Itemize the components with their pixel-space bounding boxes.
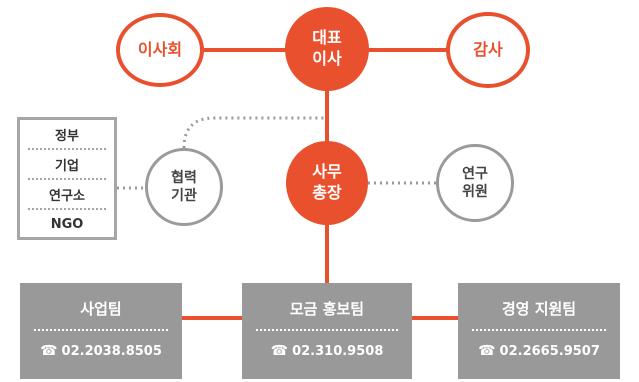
team-phone: ☎02.2038.8505 (20, 343, 182, 359)
partner-list-divider (28, 148, 106, 150)
team-phone-number: 02.2038.8505 (61, 344, 162, 359)
team-phone: ☎02.310.9508 (242, 343, 412, 359)
team-name: 사업팀 (80, 300, 122, 318)
sg-label-line2: 총장 (312, 183, 342, 202)
ceo-circle: 대표 이사 (285, 7, 369, 91)
partner-list-item: 정부 (55, 128, 79, 144)
research-label-line1: 연구 (462, 165, 488, 182)
partner-list-item: 기업 (55, 158, 79, 174)
team-phone: ☎02.2665.9507 (458, 343, 620, 359)
team-phone-number: 02.310.9508 (292, 344, 384, 359)
partners-label-line1: 협력 (171, 169, 197, 186)
research-label-line2: 위원 (462, 184, 488, 200)
team-divider (256, 329, 398, 331)
team-box-fundraising: 모금 홍보팀 ☎02.310.9508 (242, 283, 412, 379)
ceo-label-line1: 대표 (312, 28, 342, 48)
sg-label-line1: 사무 (312, 162, 342, 182)
research-circle: 연구 위원 (436, 144, 514, 222)
team-name: 경영 지원팀 (501, 300, 577, 318)
auditor-label: 감사 (473, 39, 503, 59)
partner-trunk-dotted (182, 116, 327, 149)
secretary-general-circle: 사무 총장 (286, 141, 368, 225)
team-box-business: 사업팀 ☎02.2038.8505 (20, 283, 182, 379)
partner-list-item: 연구소 (49, 188, 85, 204)
telephone-icon: ☎ (478, 343, 496, 359)
partner-list-box: 정부 기업 연구소 NGO (17, 117, 117, 240)
team-divider (34, 329, 168, 331)
partners-label-line2: 기관 (171, 188, 197, 204)
team-box-management: 경영 지원팀 ☎02.2665.9507 (458, 283, 620, 379)
ceo-label-line2: 이사 (312, 49, 342, 68)
team-phone-number: 02.2665.9507 (499, 344, 600, 359)
telephone-icon: ☎ (40, 343, 58, 359)
board-circle: 이사회 (116, 13, 204, 87)
partner-list-divider (28, 208, 106, 210)
auditor-circle: 감사 (446, 12, 530, 88)
team-name: 모금 홍보팀 (289, 300, 365, 318)
partner-list-divider (28, 178, 106, 180)
partner-list-item: NGO (50, 216, 84, 232)
board-label: 이사회 (137, 39, 183, 59)
telephone-icon: ☎ (270, 343, 289, 359)
partners-circle: 협력 기관 (145, 148, 223, 226)
team-divider (472, 329, 606, 331)
